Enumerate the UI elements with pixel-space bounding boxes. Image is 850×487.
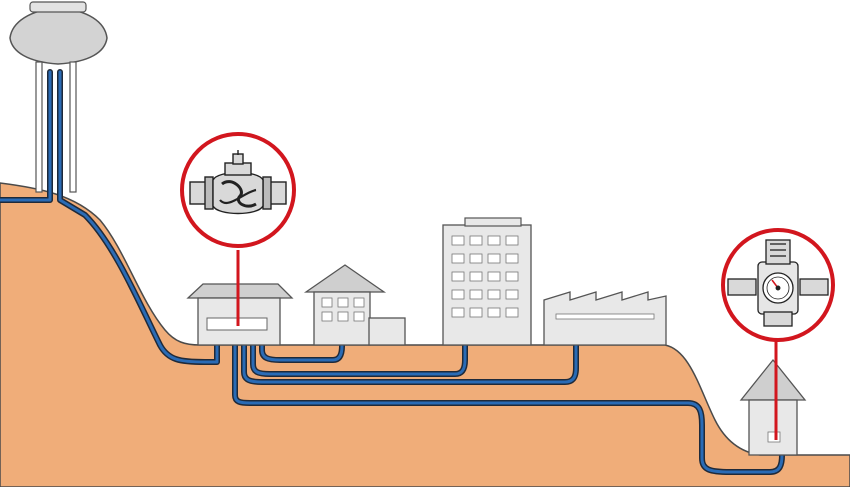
house-small [303, 264, 406, 346]
factory [543, 291, 667, 346]
pressure-reducing-valve-icon [189, 150, 287, 215]
remote-house-window [767, 431, 781, 443]
hillside-ground [0, 182, 850, 487]
pipe-network [0, 69, 785, 475]
pressure-regulator-icon [727, 239, 829, 327]
remote-house [739, 358, 807, 456]
water-tower-leg-left [35, 61, 43, 193]
pump-house-roof [186, 283, 294, 299]
office-windows [451, 235, 519, 318]
main-valve-callout [180, 132, 296, 248]
office-building [442, 217, 532, 346]
water-tower-leg-right [69, 61, 77, 193]
water-tower-cap [29, 1, 87, 13]
pump-house [186, 283, 294, 346]
house-valve-callout [721, 228, 835, 342]
factory-window-band [555, 313, 655, 320]
house-annex [368, 317, 406, 346]
office-building-roof [464, 217, 522, 227]
remote-house-wall [748, 399, 798, 456]
water-tower-tank [9, 7, 108, 65]
water-tower [9, 1, 108, 193]
